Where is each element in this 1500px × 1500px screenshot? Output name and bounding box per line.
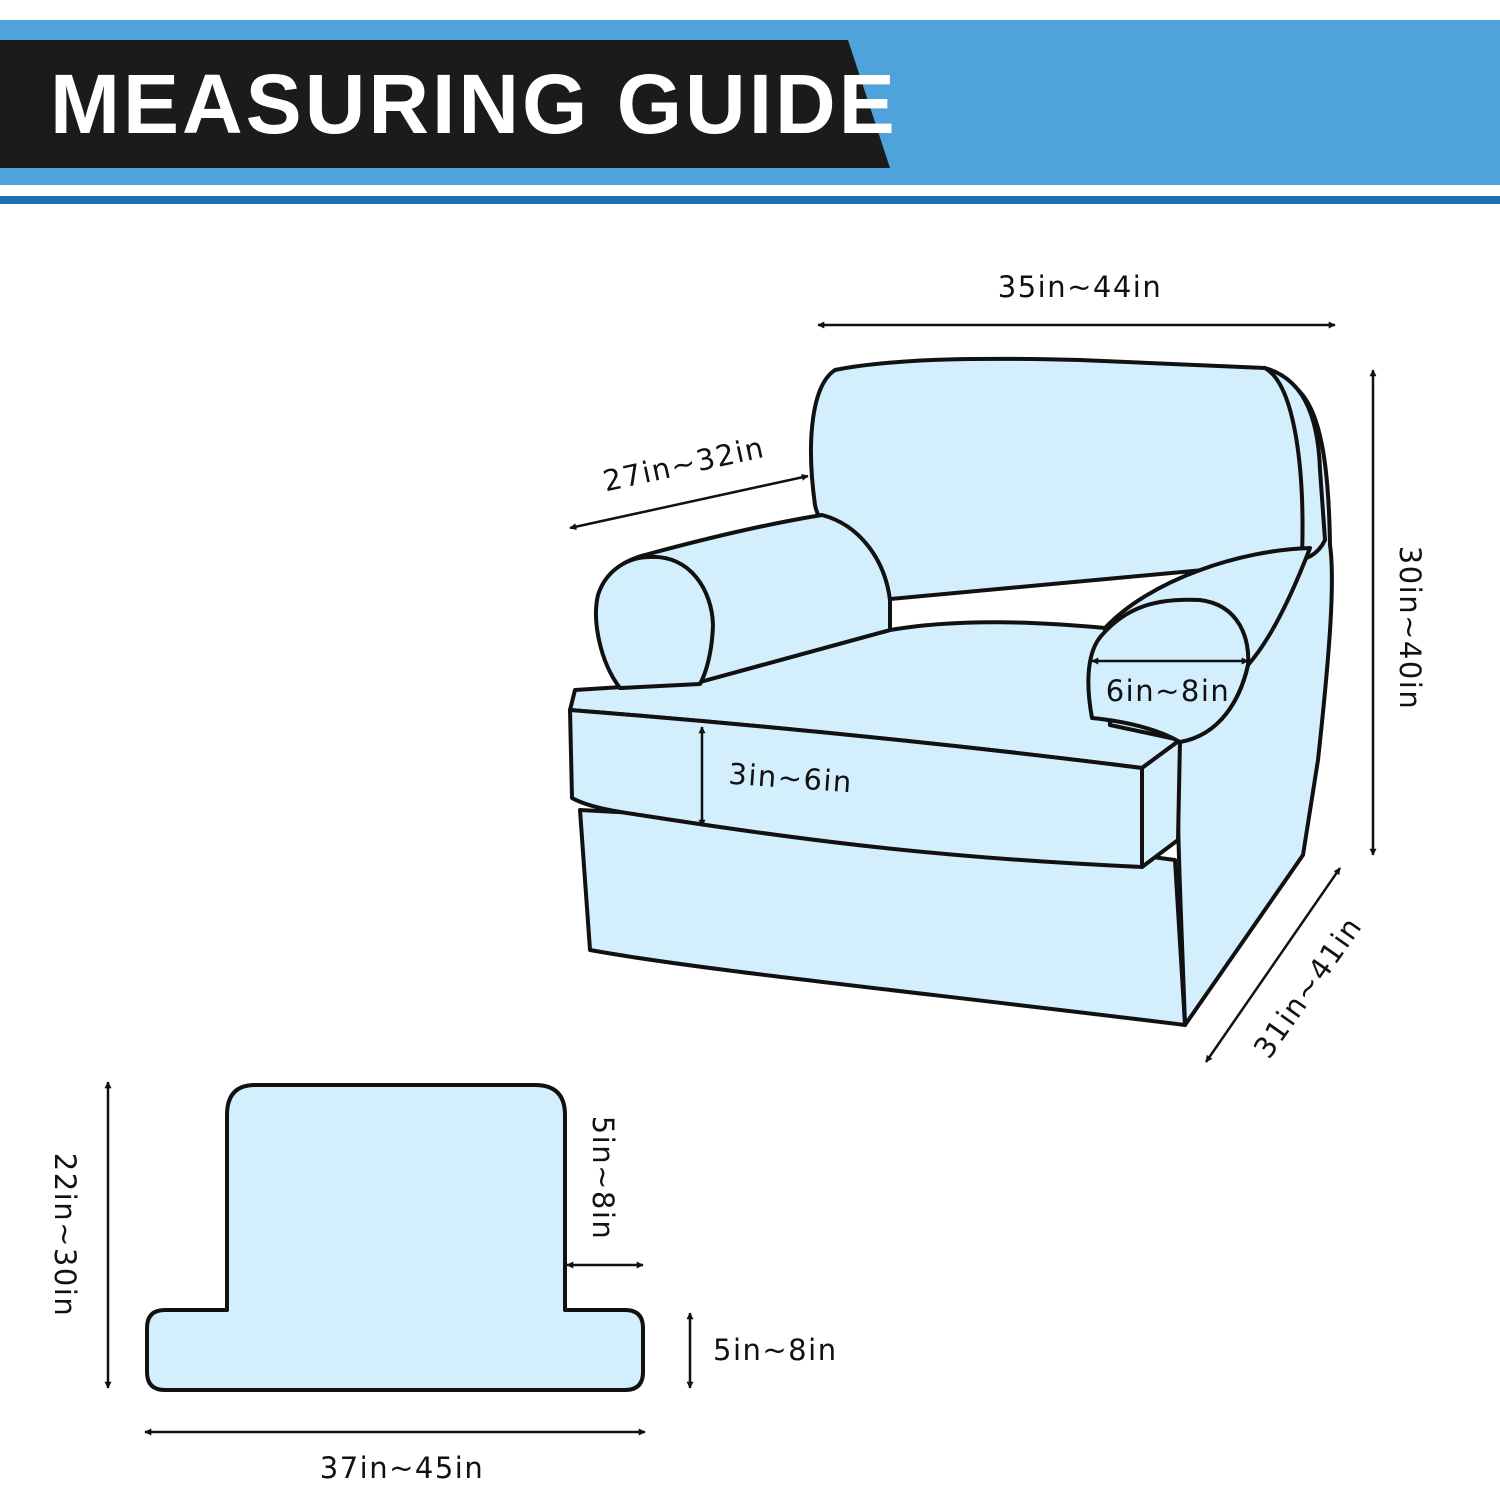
header-rule [0,196,1500,204]
left-arm-front [594,554,715,690]
depth-arrow [1204,867,1342,1063]
seat-cushion-side [1140,738,1182,869]
right-arm-front [1086,597,1251,744]
t-cushion-outline [145,1083,645,1392]
arm-length-arrow [569,473,809,531]
front-width-label: 37in~45in [320,1451,484,1485]
arm-length-label: 27in~32in [600,430,768,498]
arm-width-label: 6in~8in [1106,674,1231,708]
height-label: 30in~40in [1393,546,1427,710]
seat-cushion-front [568,708,1144,869]
wing-width-label: 5in~8in [713,1333,838,1367]
header-banner: MEASURING GUIDE [0,20,1500,204]
chair-front-base [578,808,1187,1027]
header-title-plate [0,40,890,168]
armchair-illustration [568,356,1334,1027]
depth-label: 31in~41in [1247,910,1369,1064]
back-width-label: 35in~44in [998,270,1162,304]
wing-depth-label: 5in~8in [586,1116,620,1241]
cushion-dimensions: 22in~30in 5in~8in 5in~8in 37in~45in [48,1081,838,1485]
cushion-height-label: 22in~30in [48,1153,82,1317]
chair-back [809,356,1327,602]
page-title: MEASURING GUIDE [50,57,898,151]
back-right-seam [1263,366,1305,559]
